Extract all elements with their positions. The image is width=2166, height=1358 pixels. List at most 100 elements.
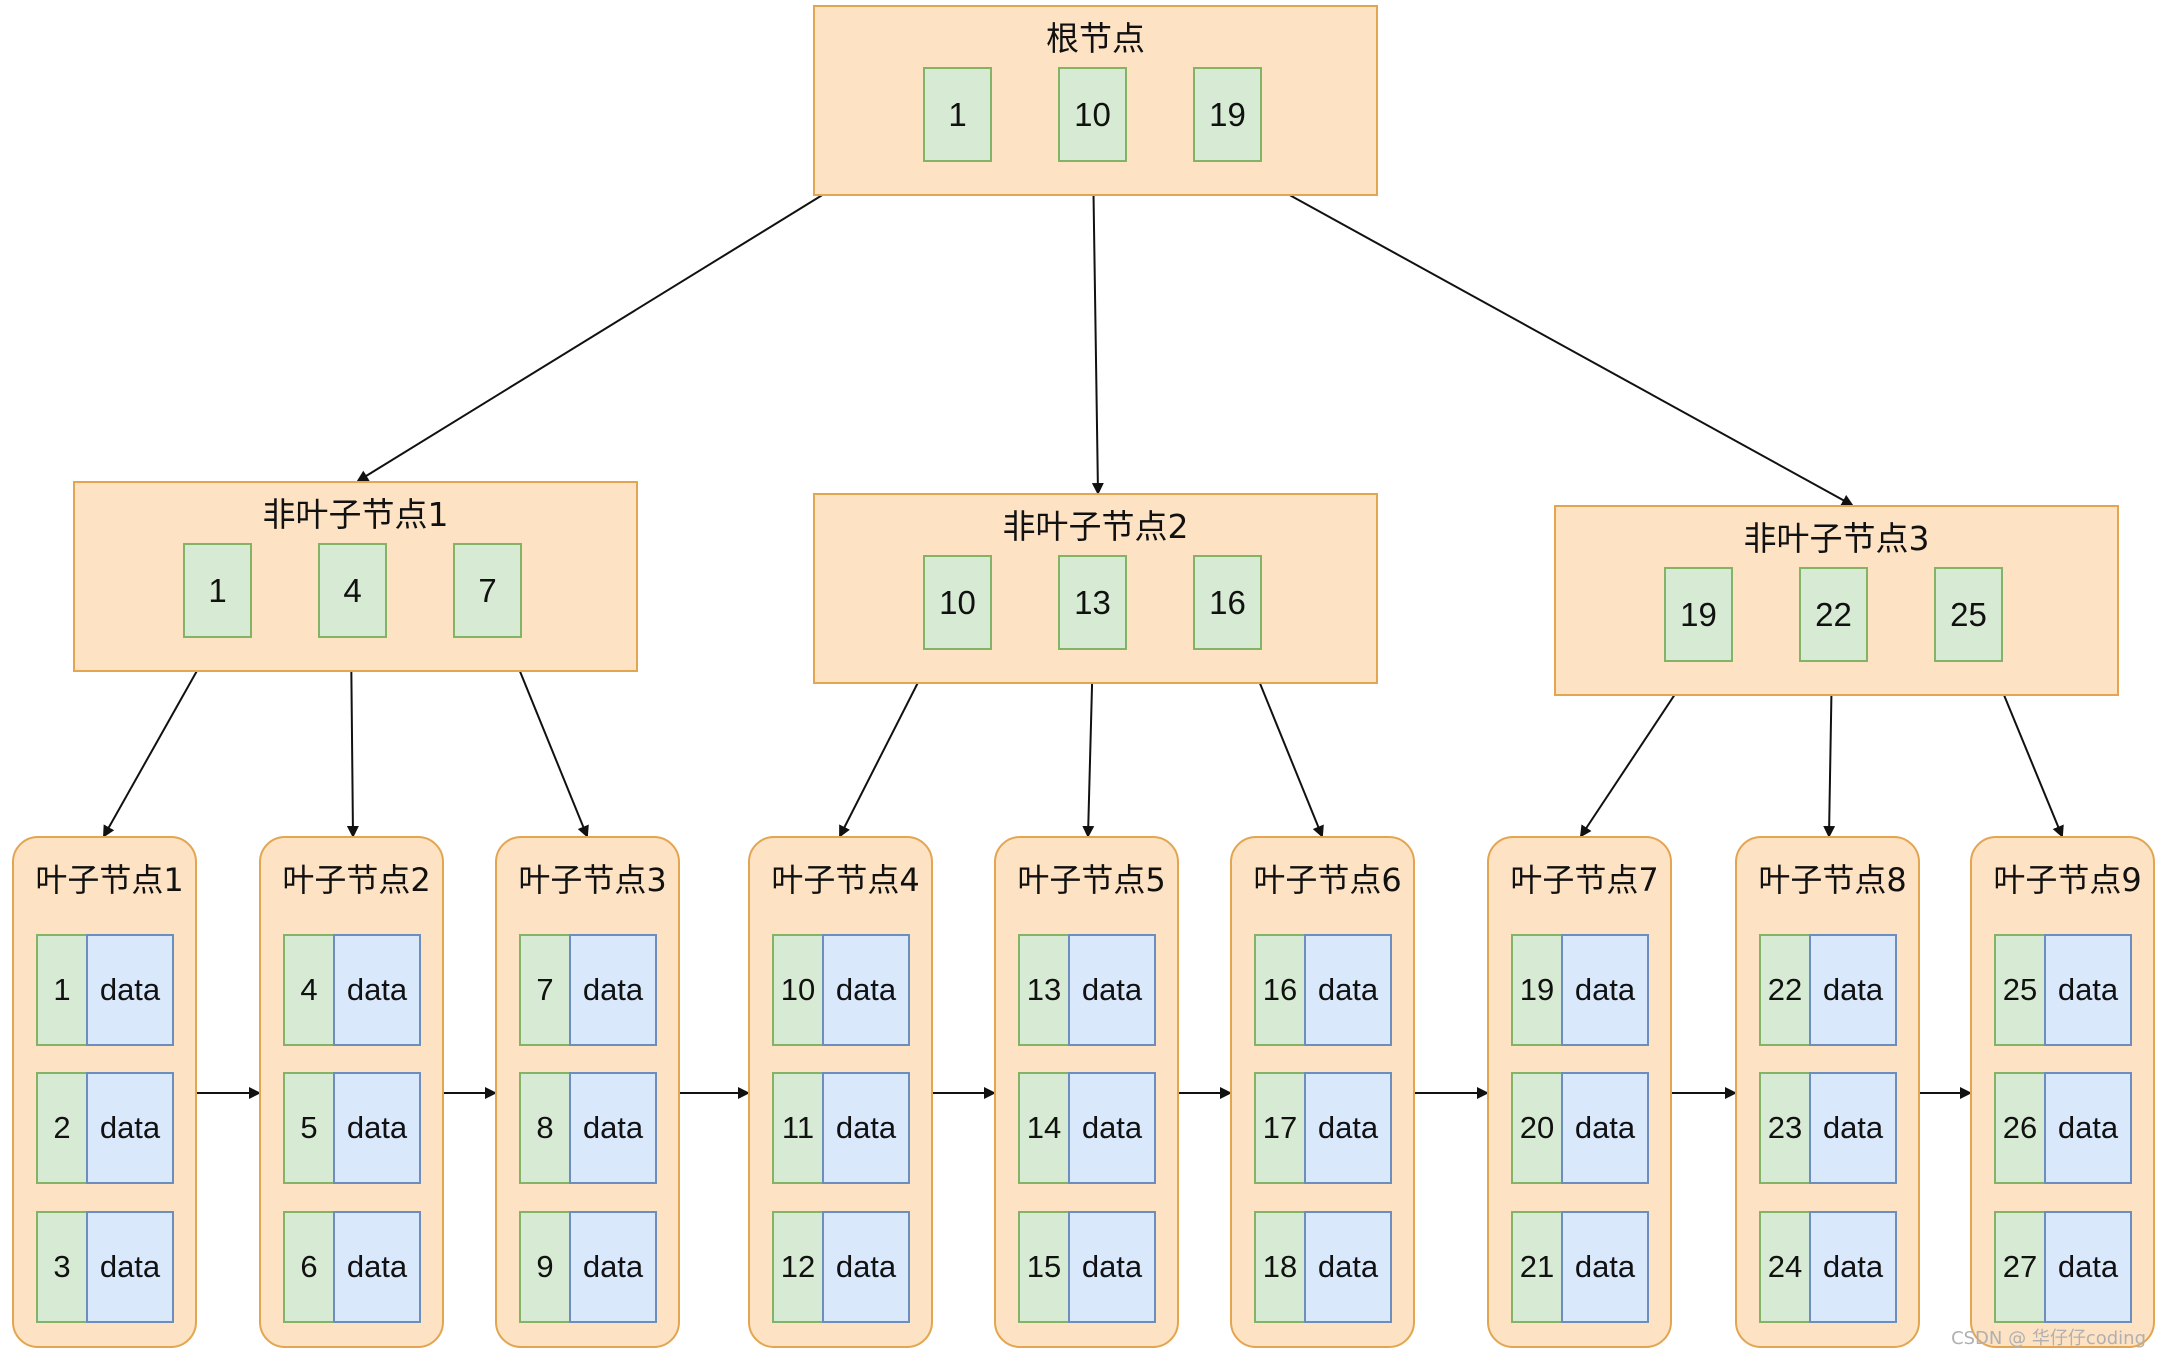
internal-node-2-title: 非叶子节点2 [1002,507,1189,546]
leaf-entry-data: data [86,1211,174,1323]
leaf-entry-key: 27 [1994,1211,2044,1323]
root-key-3: 19 [1193,67,1262,162]
leaf-entry-data: data [822,934,910,1046]
internal-2-key-3: 16 [1193,555,1262,650]
internal-3-key-2: 22 [1799,567,1868,662]
leaf-node-9-title: 叶子节点9 [1993,861,2142,899]
leaf-entry-data: data [86,1072,174,1184]
leaf-entry-data: data [333,1072,421,1184]
leaf-entry-key: 11 [772,1072,822,1184]
internal-2-key-1: 10 [923,555,992,650]
leaf-entry-key: 21 [1511,1211,1561,1323]
root-node-title: 根节点 [1046,19,1145,58]
internal-3-key-1: 19 [1664,567,1733,662]
leaf-entry-key: 7 [519,934,569,1046]
leaf-entry-data: data [1809,934,1897,1046]
leaf-entry-key: 22 [1759,934,1809,1046]
leaf-entry-data: data [1809,1072,1897,1184]
leaf-entry-data: data [822,1072,910,1184]
leaf-entry-key: 4 [283,934,333,1046]
leaf-entry-key: 20 [1511,1072,1561,1184]
leaf-entry-data: data [1304,1072,1392,1184]
leaf-entry-key: 5 [283,1072,333,1184]
leaf-node-1-title: 叶子节点1 [35,861,184,899]
edge-root-to-internal-3 [1225,159,1854,506]
leaf-node-4-title: 叶子节点4 [771,861,920,899]
watermark: CSDN @ 华仔仔coding [1951,1328,2146,1349]
leaf-entry-data: data [1304,934,1392,1046]
leaf-entry-key: 16 [1254,934,1304,1046]
leaf-node-2-title: 叶子节点2 [282,861,431,899]
leaf-entry-data: data [569,1211,657,1323]
leaf-entry-key: 25 [1994,934,2044,1046]
leaf-entry-key: 18 [1254,1211,1304,1323]
leaf-entry-key: 6 [283,1211,333,1323]
leaf-entry-key: 8 [519,1072,569,1184]
leaf-entry-key: 2 [36,1072,86,1184]
internal-node-3-title: 非叶子节点3 [1743,519,1930,558]
leaf-entry-key: 3 [36,1211,86,1323]
leaf-entry-key: 19 [1511,934,1561,1046]
leaf-entry-data: data [822,1211,910,1323]
leaf-entry-data: data [86,934,174,1046]
leaf-entry-data: data [2044,1211,2132,1323]
leaf-entry-data: data [1561,1211,1649,1323]
leaf-entry-data: data [1068,934,1156,1046]
leaf-node-3-title: 叶子节点3 [518,861,667,899]
leaf-entry-data: data [1809,1211,1897,1323]
internal-node-1-title: 非叶子节点1 [262,495,449,534]
leaf-entry-key: 26 [1994,1072,2044,1184]
leaf-entry-data: data [569,934,657,1046]
leaf-entry-key: 23 [1759,1072,1809,1184]
internal-node-3: 非叶子节点3 19 22 25 [1554,505,2119,696]
leaf-entry-key: 12 [772,1211,822,1323]
internal-1-key-3: 7 [453,543,522,638]
leaf-entry-key: 9 [519,1211,569,1323]
root-node: 根节点 1 10 19 [813,5,1378,196]
leaf-entry-key: 24 [1759,1211,1809,1323]
leaf-entry-key: 1 [36,934,86,1046]
leaf-entry-key: 10 [772,934,822,1046]
edge-root-to-internal-2 [1091,159,1104,495]
internal-2-key-2: 13 [1058,555,1127,650]
leaf-entry-data: data [2044,934,2132,1046]
leaf-entry-data: data [1068,1072,1156,1184]
root-key-1: 1 [923,67,992,162]
leaf-node-5-title: 叶子节点5 [1017,861,1166,899]
leaf-entry-data: data [333,934,421,1046]
leaf-entry-data: data [333,1211,421,1323]
leaf-entry-data: data [1561,934,1649,1046]
leaf-entry-data: data [1304,1211,1392,1323]
internal-1-key-1: 1 [183,543,252,638]
leaf-node-7-title: 叶子节点7 [1510,861,1659,899]
internal-node-1: 非叶子节点1 1 4 7 [73,481,638,672]
